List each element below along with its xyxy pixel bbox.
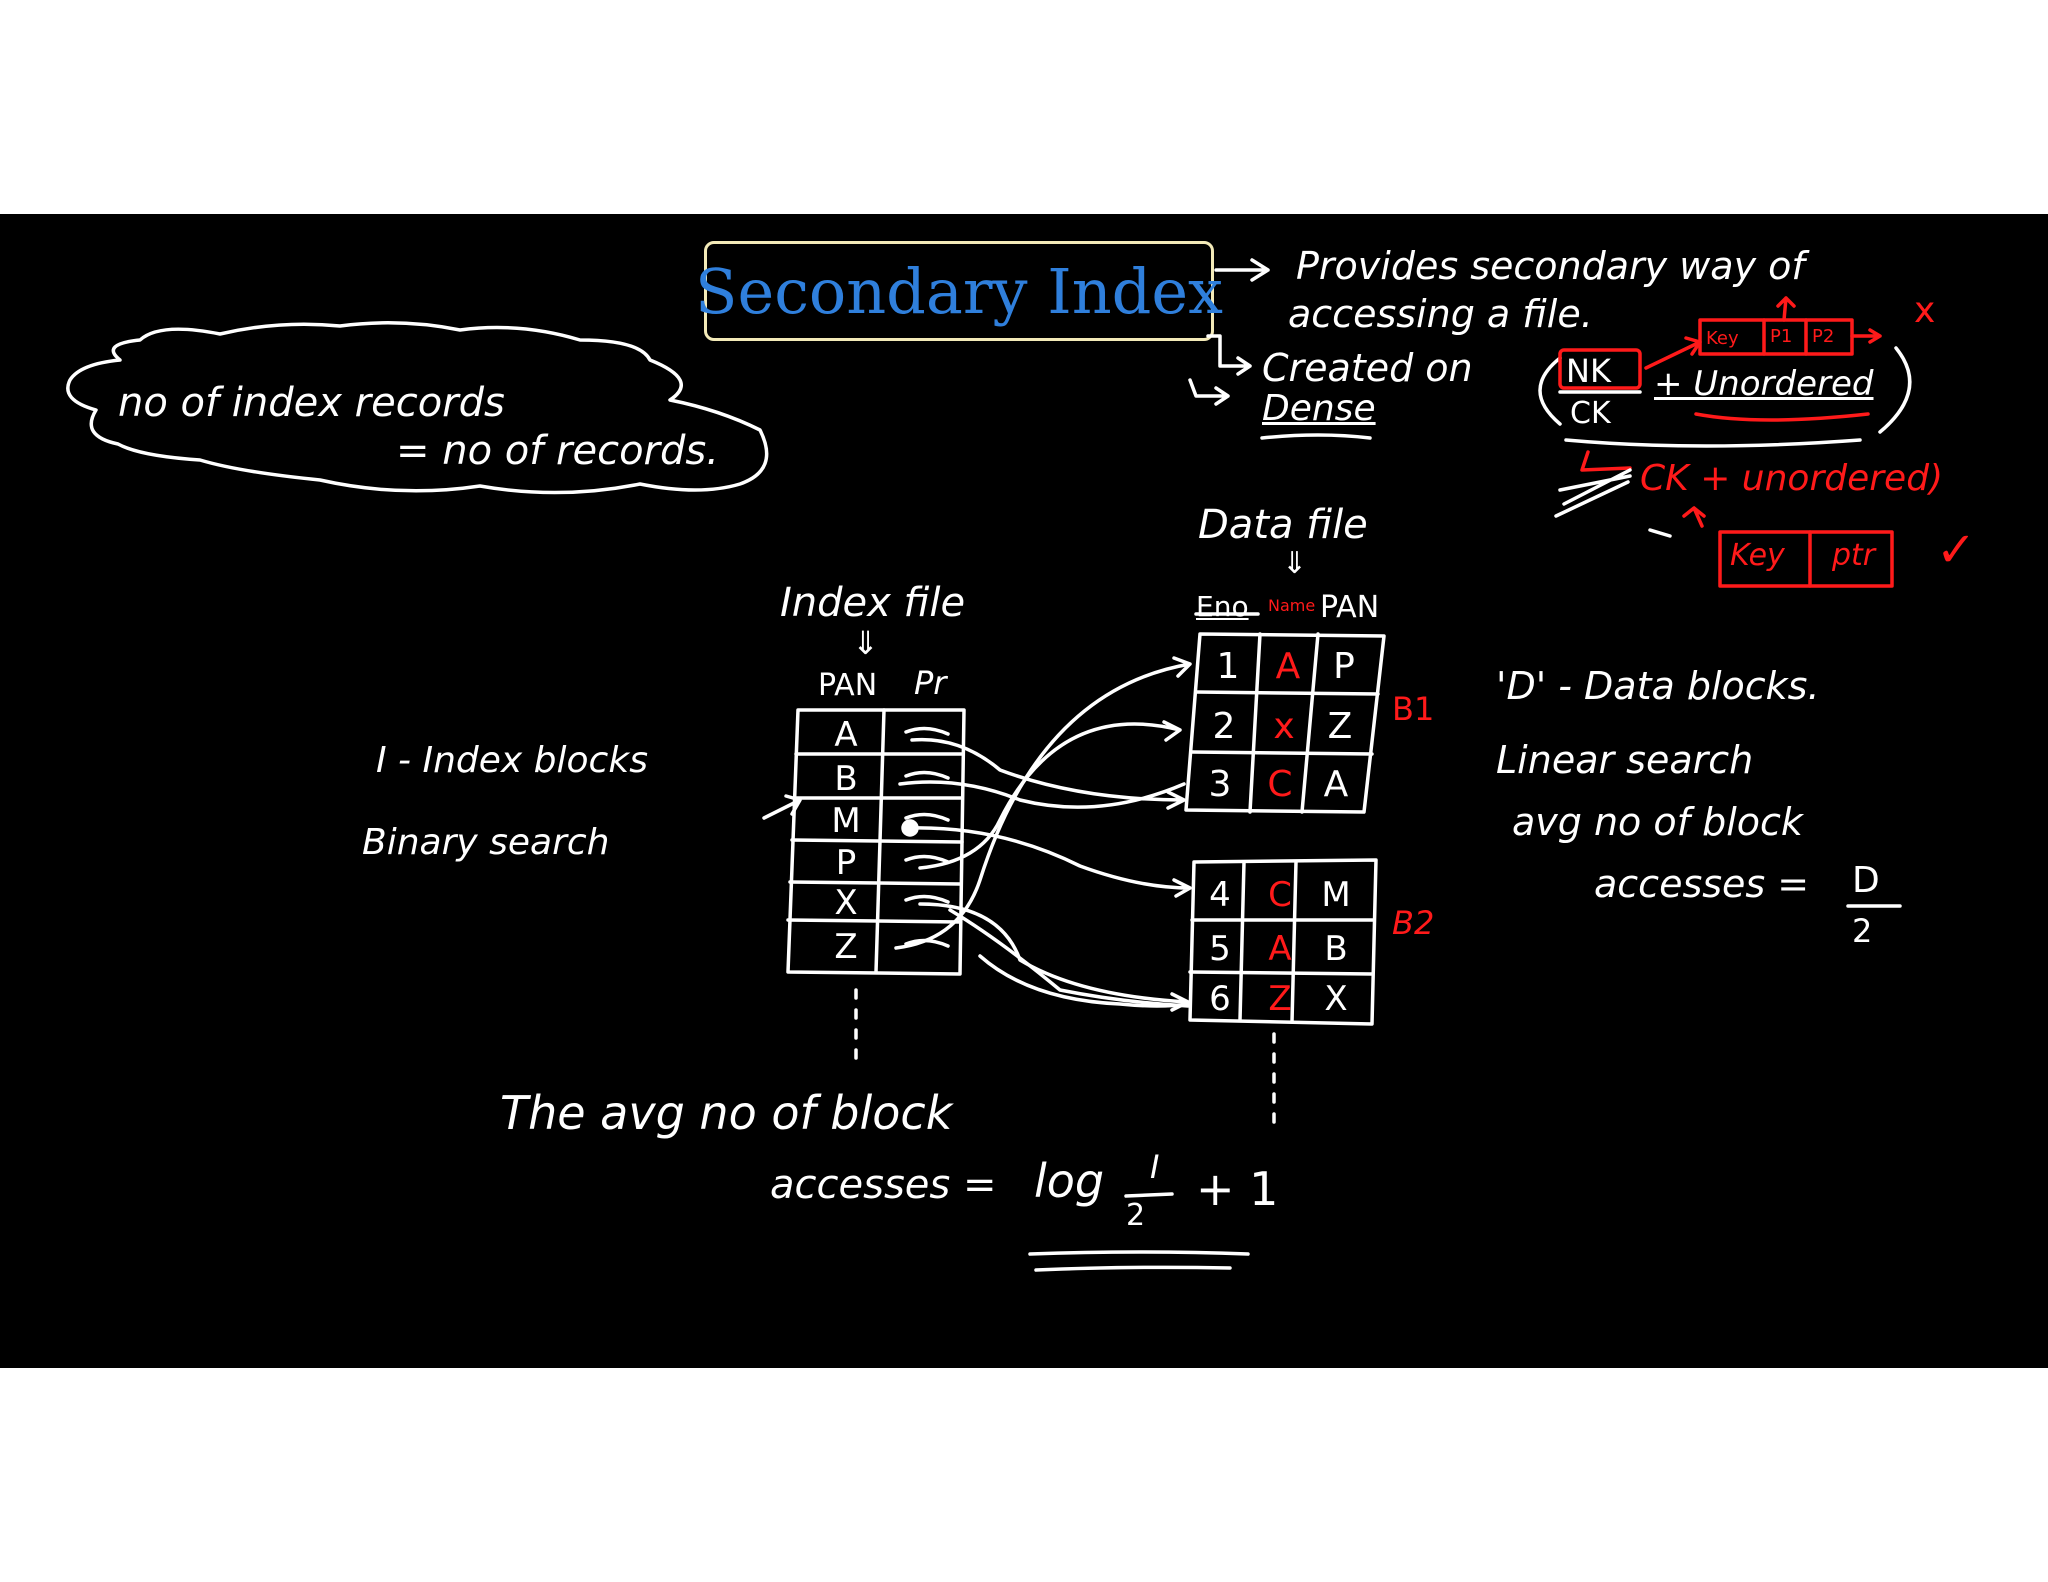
block2-r1-c1: 4: [1209, 875, 1231, 915]
index-file-label: Index file: [780, 580, 966, 626]
index-row-5-pointer: [904, 894, 950, 904]
index-row-2-pan: B: [834, 759, 857, 799]
block1-r3-c1: 3: [1209, 764, 1232, 805]
index-row-1-pan: A: [834, 715, 857, 755]
index-col-pr: Pr: [914, 664, 947, 702]
index-row-4-pointer: [904, 854, 950, 864]
left-note-binary-search: Binary search: [362, 822, 610, 863]
block2-r2-c3: B: [1324, 929, 1347, 969]
block2-r2-c1: 5: [1209, 929, 1231, 969]
bottom-line-1: The avg no of block: [500, 1086, 953, 1140]
check-mark: ✓: [1936, 522, 1977, 578]
bottom-sup: I: [1150, 1148, 1160, 1186]
key-ptr-ptr: ptr: [1832, 538, 1876, 573]
pointer-arrows: [894, 656, 1192, 1012]
block2-r3-c1: 6: [1209, 979, 1231, 1019]
index-col-pan: PAN: [818, 668, 878, 703]
right-note-linear-search: Linear search: [1496, 738, 1754, 782]
index-table: [762, 708, 966, 1062]
data-col-name: Name: [1268, 596, 1316, 615]
block1-r3-c2: C: [1267, 764, 1292, 805]
note-provides-2: accessing a file.: [1288, 292, 1593, 336]
block2-r2-c2: A: [1268, 929, 1291, 969]
index-row-3-pointer: [904, 812, 950, 822]
ck-arrow: [1554, 468, 1672, 538]
note-provides-1: Provides secondary way of: [1296, 244, 1805, 288]
block2-r3-c3: X: [1324, 979, 1347, 1019]
index-row-1-pointer: [904, 726, 950, 736]
blackboard: [0, 214, 2048, 1368]
key-p1-p2-p2: P2: [1812, 326, 1835, 347]
data-block-b1: [1184, 632, 1386, 814]
cloud-shape: [66, 321, 769, 495]
note-plus-unordered: + Unordered: [1654, 364, 1874, 404]
index-row-3-pan: M: [831, 801, 860, 841]
page-title: Secondary Index: [695, 254, 1223, 328]
index-row-2-pointer: [904, 770, 950, 780]
nk-ck-bracket: [1538, 346, 1912, 448]
data-col-pan: PAN: [1320, 590, 1380, 625]
key-p1-p2-p1: P1: [1770, 326, 1793, 347]
bottom-plus-one: + 1: [1196, 1162, 1279, 1216]
cloud-line-2: = no of records.: [396, 428, 719, 474]
key-ptr-key: Key: [1730, 538, 1785, 573]
data-block-b2: [1188, 858, 1378, 1126]
title-box: Secondary Index: [695, 241, 1223, 341]
block-label-b2: B2: [1392, 904, 1435, 942]
block1-r1-c2: A: [1276, 646, 1301, 687]
key-p1-p2-key: Key: [1706, 328, 1739, 349]
bottom-log: log: [1034, 1154, 1105, 1208]
block2-r1-c3: M: [1321, 875, 1350, 915]
title-arrows: [1188, 258, 1372, 440]
note-ck: CK: [1570, 396, 1611, 431]
bottom-underline: [1028, 612, 1902, 1272]
block1-r2-c2: x: [1273, 706, 1294, 747]
data-col-eno: Eno: [1196, 590, 1249, 623]
note-ck-unordered: CK + unordered): [1640, 458, 1944, 499]
block1-r2-c1: 2: [1213, 706, 1236, 747]
index-file-arrow: ⇓: [852, 624, 879, 662]
cross-mark: x: [1914, 290, 1936, 331]
block1-r1-c1: 1: [1217, 646, 1240, 687]
note-nk: NK: [1566, 352, 1611, 390]
bottom-line-2: accesses =: [770, 1162, 997, 1208]
bottom-sub: 2: [1126, 1198, 1146, 1233]
note-created-on: Created on: [1262, 346, 1473, 390]
right-note-data-blocks: 'D' - Data blocks.: [1496, 664, 1820, 708]
red-annotations: [1558, 296, 1894, 588]
block1-r1-c3: P: [1333, 646, 1355, 687]
block2-r1-c2: C: [1268, 875, 1292, 915]
right-frac-den: 2: [1852, 912, 1873, 950]
note-dense: Dense: [1262, 388, 1376, 429]
block-label-b1: B1: [1392, 690, 1435, 728]
right-note-avg-blocks: avg no of block: [1512, 800, 1803, 844]
index-row-6-pointer: [904, 938, 950, 948]
cloud-line-1: no of index records: [118, 380, 505, 426]
block2-r3-c2: Z: [1268, 979, 1291, 1019]
index-row-5-pan: X: [834, 883, 857, 923]
index-row-6-pan: Z: [834, 927, 857, 967]
right-frac-num: D: [1852, 860, 1880, 901]
data-file-arrow: ⇓: [1282, 546, 1308, 581]
data-file-label: Data file: [1198, 502, 1368, 548]
index-row-4-pan: P: [836, 843, 857, 883]
block1-r2-c3: Z: [1328, 706, 1353, 747]
right-note-accesses: accesses =: [1594, 862, 1810, 906]
block1-r3-c3: A: [1324, 764, 1349, 805]
left-note-index-blocks: I - Index blocks: [376, 740, 648, 781]
